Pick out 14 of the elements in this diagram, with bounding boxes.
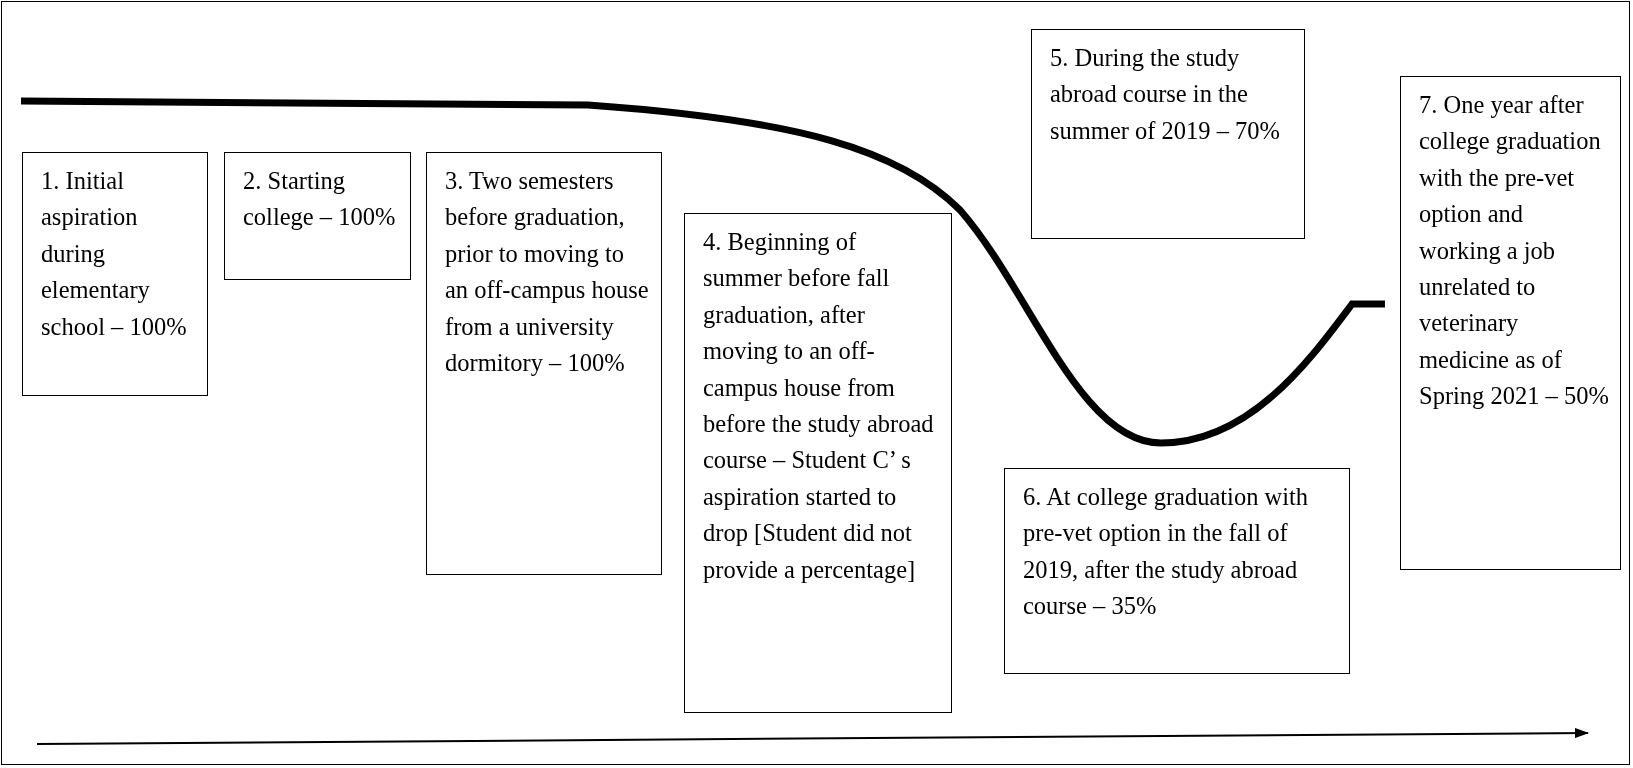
stage-box xyxy=(1400,76,1621,570)
stage-text: 4. Beginning of summer before fall graduation, after moving to an off-campus house from before the study abroad course – Student C’ s aspiration started to drop [Student did not provide a percentage] xyxy=(703,227,935,585)
stage-text: 2. Starting college – 100% xyxy=(243,166,397,233)
stage-box xyxy=(1031,29,1305,239)
stage-box xyxy=(684,213,952,713)
stage-box xyxy=(426,152,662,575)
stage-box xyxy=(224,152,411,280)
stage-box xyxy=(22,152,208,396)
stage-text: 1. Initial aspiration during elementary school – 100% xyxy=(41,166,188,342)
stage-text: 5. During the study abroad course in the summer of 2019 – 70% xyxy=(1050,43,1281,146)
stage-text: 7. One year after college graduation with the pre-vet option and working a job unrelated to veterinary medicine as of Spring 2021 – 50% xyxy=(1419,90,1610,412)
stage-text: 3. Two semesters before graduation, prior to moving to an off-campus house from a university dormitory – 100% xyxy=(445,166,650,379)
stage-box xyxy=(1004,468,1350,674)
stage-text: 6. At college graduation with pre-vet option in the fall of 2019, after the study abroad course – 35% xyxy=(1023,482,1310,622)
